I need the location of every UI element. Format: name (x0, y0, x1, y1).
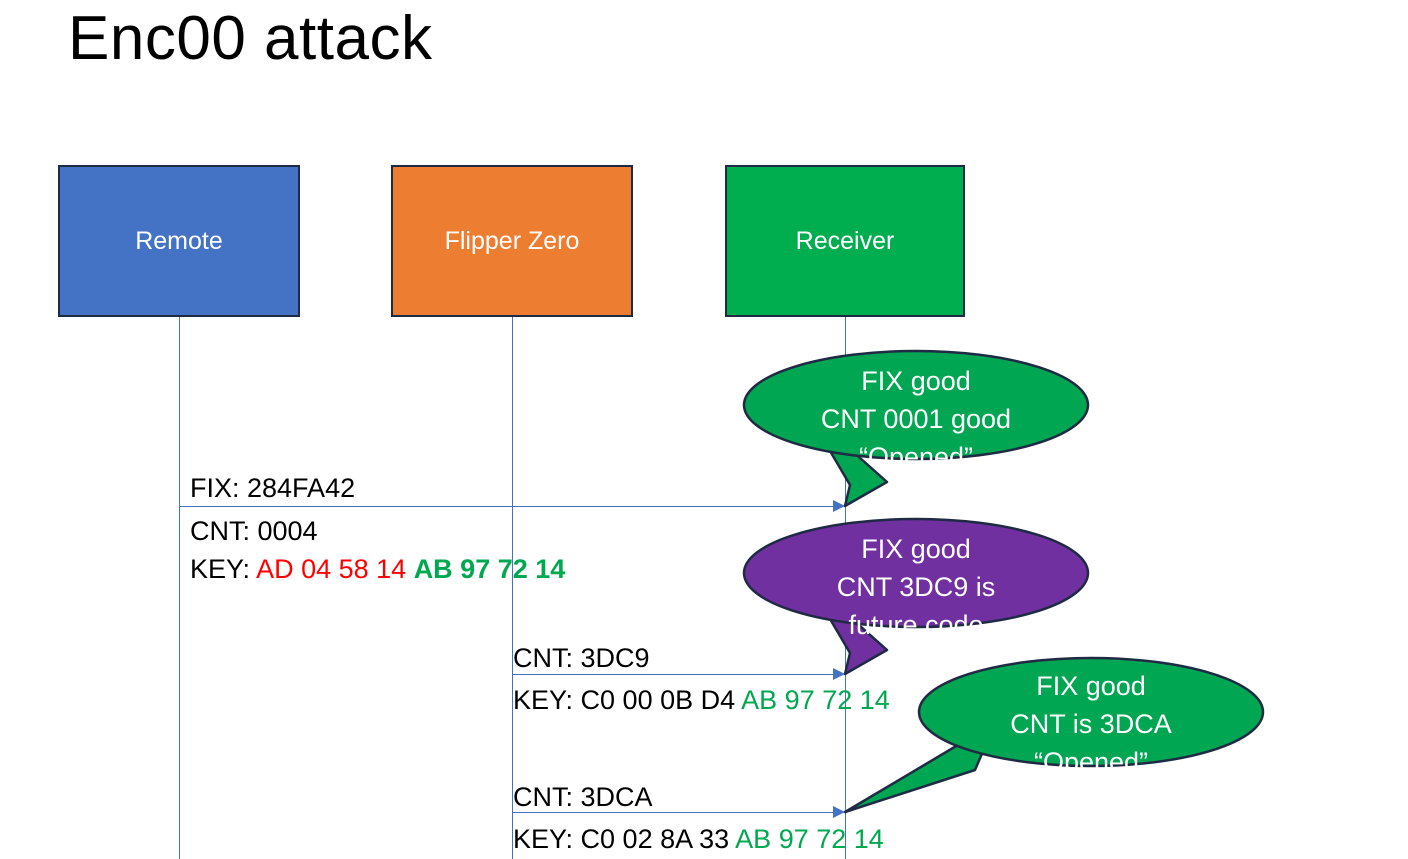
message-1-key-red: AD 04 58 14 (256, 554, 407, 584)
callout-ellipse-2 (742, 517, 1090, 629)
actor-box-remote[interactable]: Remote (58, 165, 300, 317)
message-arrow-remote-to-receiver (179, 506, 834, 507)
message-3-key: KEY: C0 02 8A 33 AB 97 72 14 (513, 820, 884, 858)
page-title: Enc00 attack (68, 4, 433, 73)
callout-bubble-receiver-future-code[interactable]: FIX good CNT 3DC9 is future code (742, 517, 1090, 678)
actor-box-receiver[interactable]: Receiver (725, 165, 965, 317)
message-1-fix: FIX: 284FA42 (190, 473, 356, 503)
actor-label-flipper: Flipper Zero (444, 226, 580, 255)
message-arrow-flipper-to-receiver-1 (512, 674, 834, 675)
message-arrow-flipper-to-receiver-2 (512, 812, 834, 813)
actor-label-remote: Remote (135, 226, 223, 255)
message-2-cnt: CNT: 3DC9 (513, 643, 650, 673)
arrow-head-icon (833, 500, 845, 512)
arrow-head-icon (833, 806, 845, 818)
message-2-key-green: AB 97 72 14 (741, 685, 890, 715)
callout-bubble-receiver-ok-2[interactable]: FIX good CNT is 3DCA “Opened” (843, 655, 1265, 815)
message-2-key: KEY: C0 00 0B D4 AB 97 72 14 (513, 681, 890, 719)
message-2-key-label: KEY: C0 00 0B D4 (513, 685, 742, 715)
message-1-key-label: KEY: (190, 554, 257, 584)
callout-bubble-receiver-ok-1[interactable]: FIX good CNT 0001 good “Opened” (742, 349, 1090, 510)
message-1-key: KEY: AD 04 58 14 AB 97 72 14 (190, 550, 565, 588)
callout-ellipse-3 (917, 656, 1265, 768)
lifeline-remote (179, 317, 180, 859)
actor-box-flipper[interactable]: Flipper Zero (391, 165, 633, 317)
message-3-cnt: CNT: 3DCA (513, 782, 653, 812)
callout-ellipse-1 (742, 349, 1090, 461)
key-space-1 (406, 554, 414, 584)
arrow-head-icon (833, 668, 845, 680)
message-3-key-label: KEY: C0 02 8A 33 (513, 824, 736, 854)
actor-label-receiver: Receiver (795, 226, 895, 255)
message-3-key-green: AB 97 72 14 (735, 824, 884, 854)
message-1-key-green: AB 97 72 14 (413, 554, 566, 584)
lifeline-flipper (512, 317, 513, 859)
message-1-cnt: CNT: 0004 (190, 516, 318, 546)
